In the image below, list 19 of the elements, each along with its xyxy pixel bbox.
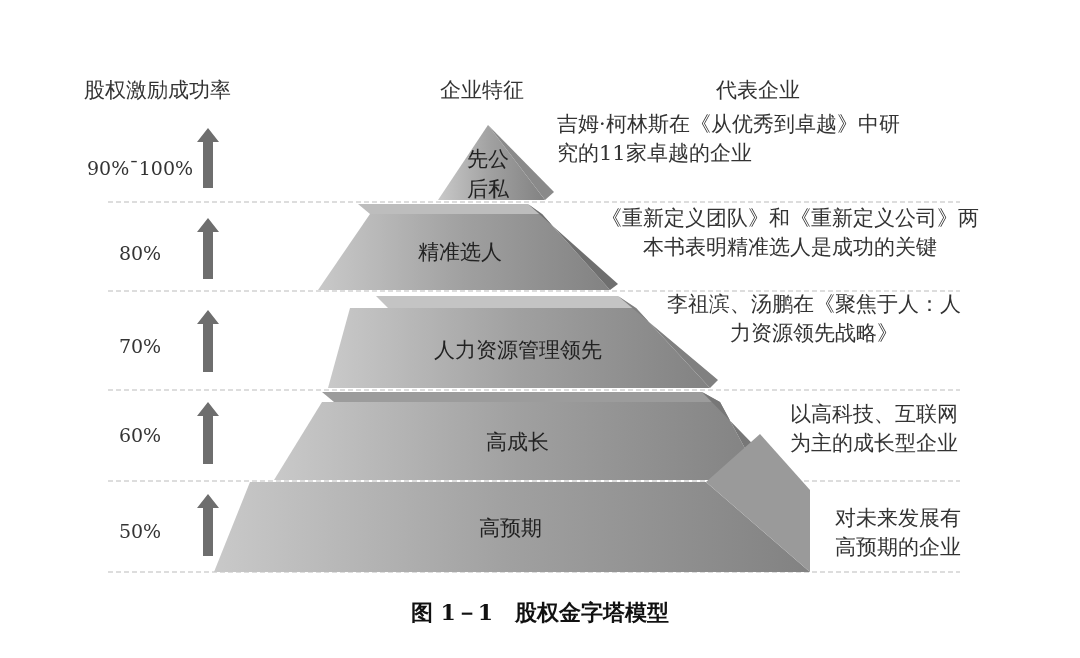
column-heading: 股权激励成功率 (84, 77, 232, 104)
tier-label: 先公后私 (466, 146, 510, 203)
company-note: 《重新定义团队》和《重新定义公司》两本书表明精准选人是成功的关键 (600, 205, 980, 261)
figure-caption: 图 1－1 股权金字塔模型 (409, 598, 671, 626)
company-note: 吉姆·柯林斯在《从优秀到卓越》中研究的11家卓越的企业 (557, 111, 901, 167)
column-heading: 代表企业 (716, 77, 801, 104)
company-note: 对未来发展有高预期的企业 (835, 505, 962, 561)
tier-label: 高预期 (477, 515, 543, 542)
tier-label: 精准选人 (417, 239, 503, 266)
percentage-label: 70% (117, 334, 163, 359)
percentage-label: 60% (117, 423, 163, 448)
percentage-label: 80% (117, 241, 163, 266)
company-note: 以高科技、互联网为主的成长型企业 (790, 401, 959, 457)
column-heading: 企业特征 (440, 77, 525, 104)
percentage-label: 50% (117, 519, 163, 544)
tier-label: 高成长 (484, 429, 550, 456)
company-note: 李祖滨、汤鹏在《聚焦于人：人力资源领先战略》 (666, 291, 962, 347)
percentage-label: 90%¯100% (85, 156, 195, 181)
tier-label: 人力资源管理领先 (433, 337, 603, 364)
